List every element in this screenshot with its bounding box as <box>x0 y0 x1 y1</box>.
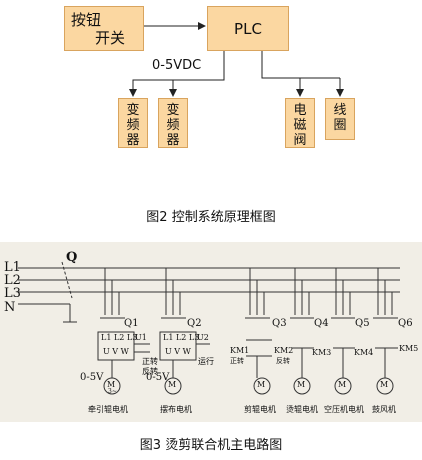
breaker-q5: Q5 <box>355 318 370 329</box>
contactor-km2: KM2 <box>274 346 294 355</box>
motor-1-label: M <box>107 380 116 389</box>
button-switch-block: 按钮 开关 <box>64 6 144 51</box>
button-label-1: 按钮 <box>71 10 102 29</box>
branch-3 <box>245 268 272 395</box>
coil-block: 线 圈 <box>325 98 355 140</box>
drive-1-inputs: L1 L2 L3 <box>101 333 138 342</box>
drive-2-voltage: 0-5V <box>146 372 170 383</box>
breaker-q4: Q4 <box>314 318 329 329</box>
branch-6 <box>373 268 398 395</box>
motor-4-label: M <box>297 380 306 389</box>
coil-char: 圈 <box>333 118 347 133</box>
inverter-2-char: 器 <box>166 133 180 148</box>
plc-block: PLC <box>207 6 289 51</box>
plc-to-inverters-line <box>129 51 225 97</box>
breaker-q2: Q2 <box>187 318 202 329</box>
drive-2-inputs: L1 L2 L3 <box>163 333 200 342</box>
inverter-2-block: 变 频 器 <box>158 98 188 148</box>
fig3-background <box>0 242 422 422</box>
branch-5 <box>331 268 355 395</box>
inverter-1-block: 变 频 器 <box>118 98 148 148</box>
motor-name-swing: 摆布电机 <box>160 405 192 414</box>
coil-char: 线 <box>333 103 347 118</box>
drive-1-unit: U1 <box>135 333 147 342</box>
contactor-km3: KM3 <box>312 348 332 357</box>
drive-2-outputs: U V W <box>165 347 191 356</box>
solenoid-char: 磁 <box>293 118 307 133</box>
inverter-1-char: 器 <box>126 133 140 148</box>
main-switch-blade <box>61 261 73 299</box>
inverter-1-char: 频 <box>126 118 140 133</box>
button-label-2: 开关 <box>95 28 126 47</box>
contactor-km1: KM1 <box>230 346 250 355</box>
fig3-caption: 图3 烫剪联合机主电路图 <box>139 438 283 453</box>
motor-name-traction: 牵引辊电机 <box>88 405 128 414</box>
motor-name-compressor: 空压机电机 <box>324 405 364 414</box>
drive-1-forward: 正转 <box>142 357 158 366</box>
voltage-label: 0-5VDC <box>152 58 202 73</box>
drive-2-unit: U2 <box>197 333 209 342</box>
branch-2 <box>159 268 210 395</box>
drive-2-run: 运行 <box>198 357 214 366</box>
fig2-caption: 图2 控制系统原理框图 <box>146 210 276 225</box>
inverter-1-char: 变 <box>126 103 140 118</box>
drive-1-voltage: 0-5V <box>80 372 104 383</box>
motor-phase-sub: 3~ <box>108 388 117 395</box>
motor-2-label: M <box>168 380 177 389</box>
breaker-q6: Q6 <box>398 318 413 329</box>
motor-name-ironing: 烫辊电机 <box>286 405 318 414</box>
motor-3-label: M <box>257 380 266 389</box>
drive-1-outputs: U V W <box>103 347 129 356</box>
plc-to-outputs-line <box>261 51 304 97</box>
motor-name-cutting: 剪辊电机 <box>244 405 276 414</box>
drive-1-reverse: 反转 <box>142 367 158 376</box>
phase-label-l1: L1 <box>4 260 21 275</box>
branch-1 <box>97 268 150 395</box>
contactor-forward-note: 正转 <box>230 357 244 365</box>
inverter-2-char: 变 <box>166 103 180 118</box>
solenoid-valve-block: 电 磁 阀 <box>285 98 315 148</box>
contactor-reverse-note: 反转 <box>276 357 290 365</box>
breaker-q1: Q1 <box>124 318 139 329</box>
plc-label: PLC <box>234 19 262 38</box>
motor-6-label: M <box>380 380 389 389</box>
breaker-q3: Q3 <box>272 318 287 329</box>
contactor-km5: KM5 <box>399 344 419 353</box>
contactor-km4: KM4 <box>354 348 374 357</box>
main-switch-label: Q <box>66 250 78 265</box>
motor-name-blower: 鼓风机 <box>372 405 396 414</box>
inverter-2-char: 频 <box>166 118 180 133</box>
branch-4 <box>290 268 314 395</box>
motor-5-label: M <box>338 380 347 389</box>
phase-label-n: N <box>4 300 16 315</box>
solenoid-char: 阀 <box>293 133 307 148</box>
phase-label-l2: L2 <box>4 273 21 288</box>
phase-label-l3: L3 <box>4 286 21 301</box>
solenoid-char: 电 <box>293 103 307 118</box>
